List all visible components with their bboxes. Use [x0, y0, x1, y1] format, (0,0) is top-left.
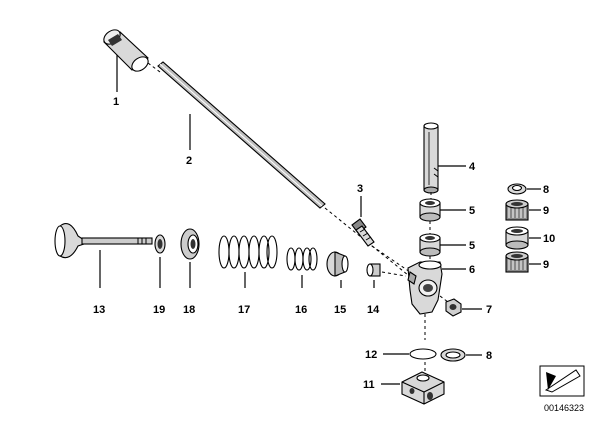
part-15-spring-retainer [326, 251, 349, 277]
callout-17: 17 [238, 304, 250, 316]
part-9-needle-bearing-upper [505, 199, 529, 221]
callout-8b: 8 [486, 350, 492, 362]
callout-9b: 9 [543, 259, 549, 271]
callout-16: 16 [295, 304, 307, 316]
callout-3: 3 [357, 183, 363, 195]
callout-labels: 1 2 3 4 5 5 6 7 8 9 10 9 8 11 12 13 14 1… [93, 96, 555, 391]
part-18-spring-seat [180, 228, 200, 260]
callout-11: 11 [363, 379, 375, 391]
callout-12: 12 [365, 349, 377, 361]
part-9-needle-bearing-lower [505, 251, 529, 273]
callout-15: 15 [334, 304, 346, 316]
drawing-number: 00146323 [544, 403, 584, 413]
part-5-bushing-upper [419, 198, 441, 222]
callout-10: 10 [543, 233, 555, 245]
part-17-outer-spring [218, 235, 278, 269]
callout-19: 19 [153, 304, 165, 316]
callout-9a: 9 [543, 205, 549, 217]
part-16-inner-spring [286, 247, 318, 271]
callout-5a: 5 [469, 205, 475, 217]
part-4-rocker-shaft [423, 122, 439, 194]
part-12-o-ring [409, 348, 437, 360]
part-10-sleeve [505, 226, 529, 250]
callout-1: 1 [113, 96, 119, 108]
callout-18: 18 [183, 304, 195, 316]
part-8-washer-upper [507, 183, 527, 195]
part-14-valve-cap [366, 263, 381, 277]
callout-6: 6 [469, 264, 475, 276]
part-7-nut [445, 298, 462, 317]
part-5-bushing-lower [419, 233, 441, 257]
direction-arrow-icon [539, 365, 585, 397]
callout-7: 7 [486, 304, 492, 316]
part-11-bracket [401, 371, 445, 405]
part-6-rocker-arm [407, 260, 443, 315]
callout-5b: 5 [469, 240, 475, 252]
part-8-washer-lower [440, 348, 466, 362]
callout-2: 2 [186, 155, 192, 167]
callout-14: 14 [367, 304, 380, 316]
callout-13: 13 [93, 304, 105, 316]
callout-4: 4 [469, 161, 476, 173]
part-1-pushrod-cap [103, 29, 149, 72]
part-2-pushrod [157, 61, 326, 209]
part-19-seal-ring [154, 234, 166, 254]
callout-8a: 8 [543, 184, 549, 196]
part-3-adjusting-screw [351, 218, 375, 247]
part-13-valve [54, 223, 153, 259]
